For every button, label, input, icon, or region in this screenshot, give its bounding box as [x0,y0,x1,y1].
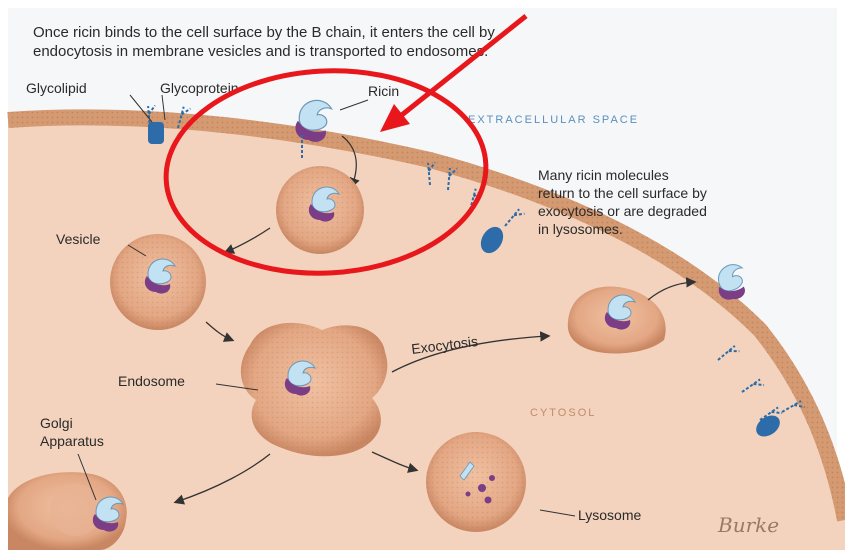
label-vesicle: Vesicle [56,231,101,247]
caption-line-2: endocytosis in membrane vesicles and is … [33,43,488,60]
note-line-4: in lysosomes. [538,221,623,237]
label-extracellular-space: EXTRACELLULAR SPACE [468,114,639,126]
note-line-2: return to the cell surface by [538,185,707,201]
endosome [241,323,388,456]
artist-signature: Burke [717,513,779,537]
label-golgi-line-1: Golgi [40,415,73,431]
note-line-3: exocytosis or are degraded [538,203,707,219]
label-lysosome: Lysosome [578,507,642,523]
label-golgi-line-2: Apparatus [40,433,104,449]
golgi-apparatus [8,472,127,550]
label-endosome: Endosome [118,373,185,389]
label-ricin: Ricin [368,83,399,99]
label-cytosol: CYTOSOL [530,407,596,419]
lysosome [426,432,526,532]
vesicle [110,234,206,330]
note-line-1: Many ricin molecules [538,167,669,183]
caption-line-1: Once ricin binds to the cell surface by … [33,24,495,41]
budding-vesicle [276,166,364,254]
label-glycolipid: Glycolipid [26,80,87,96]
